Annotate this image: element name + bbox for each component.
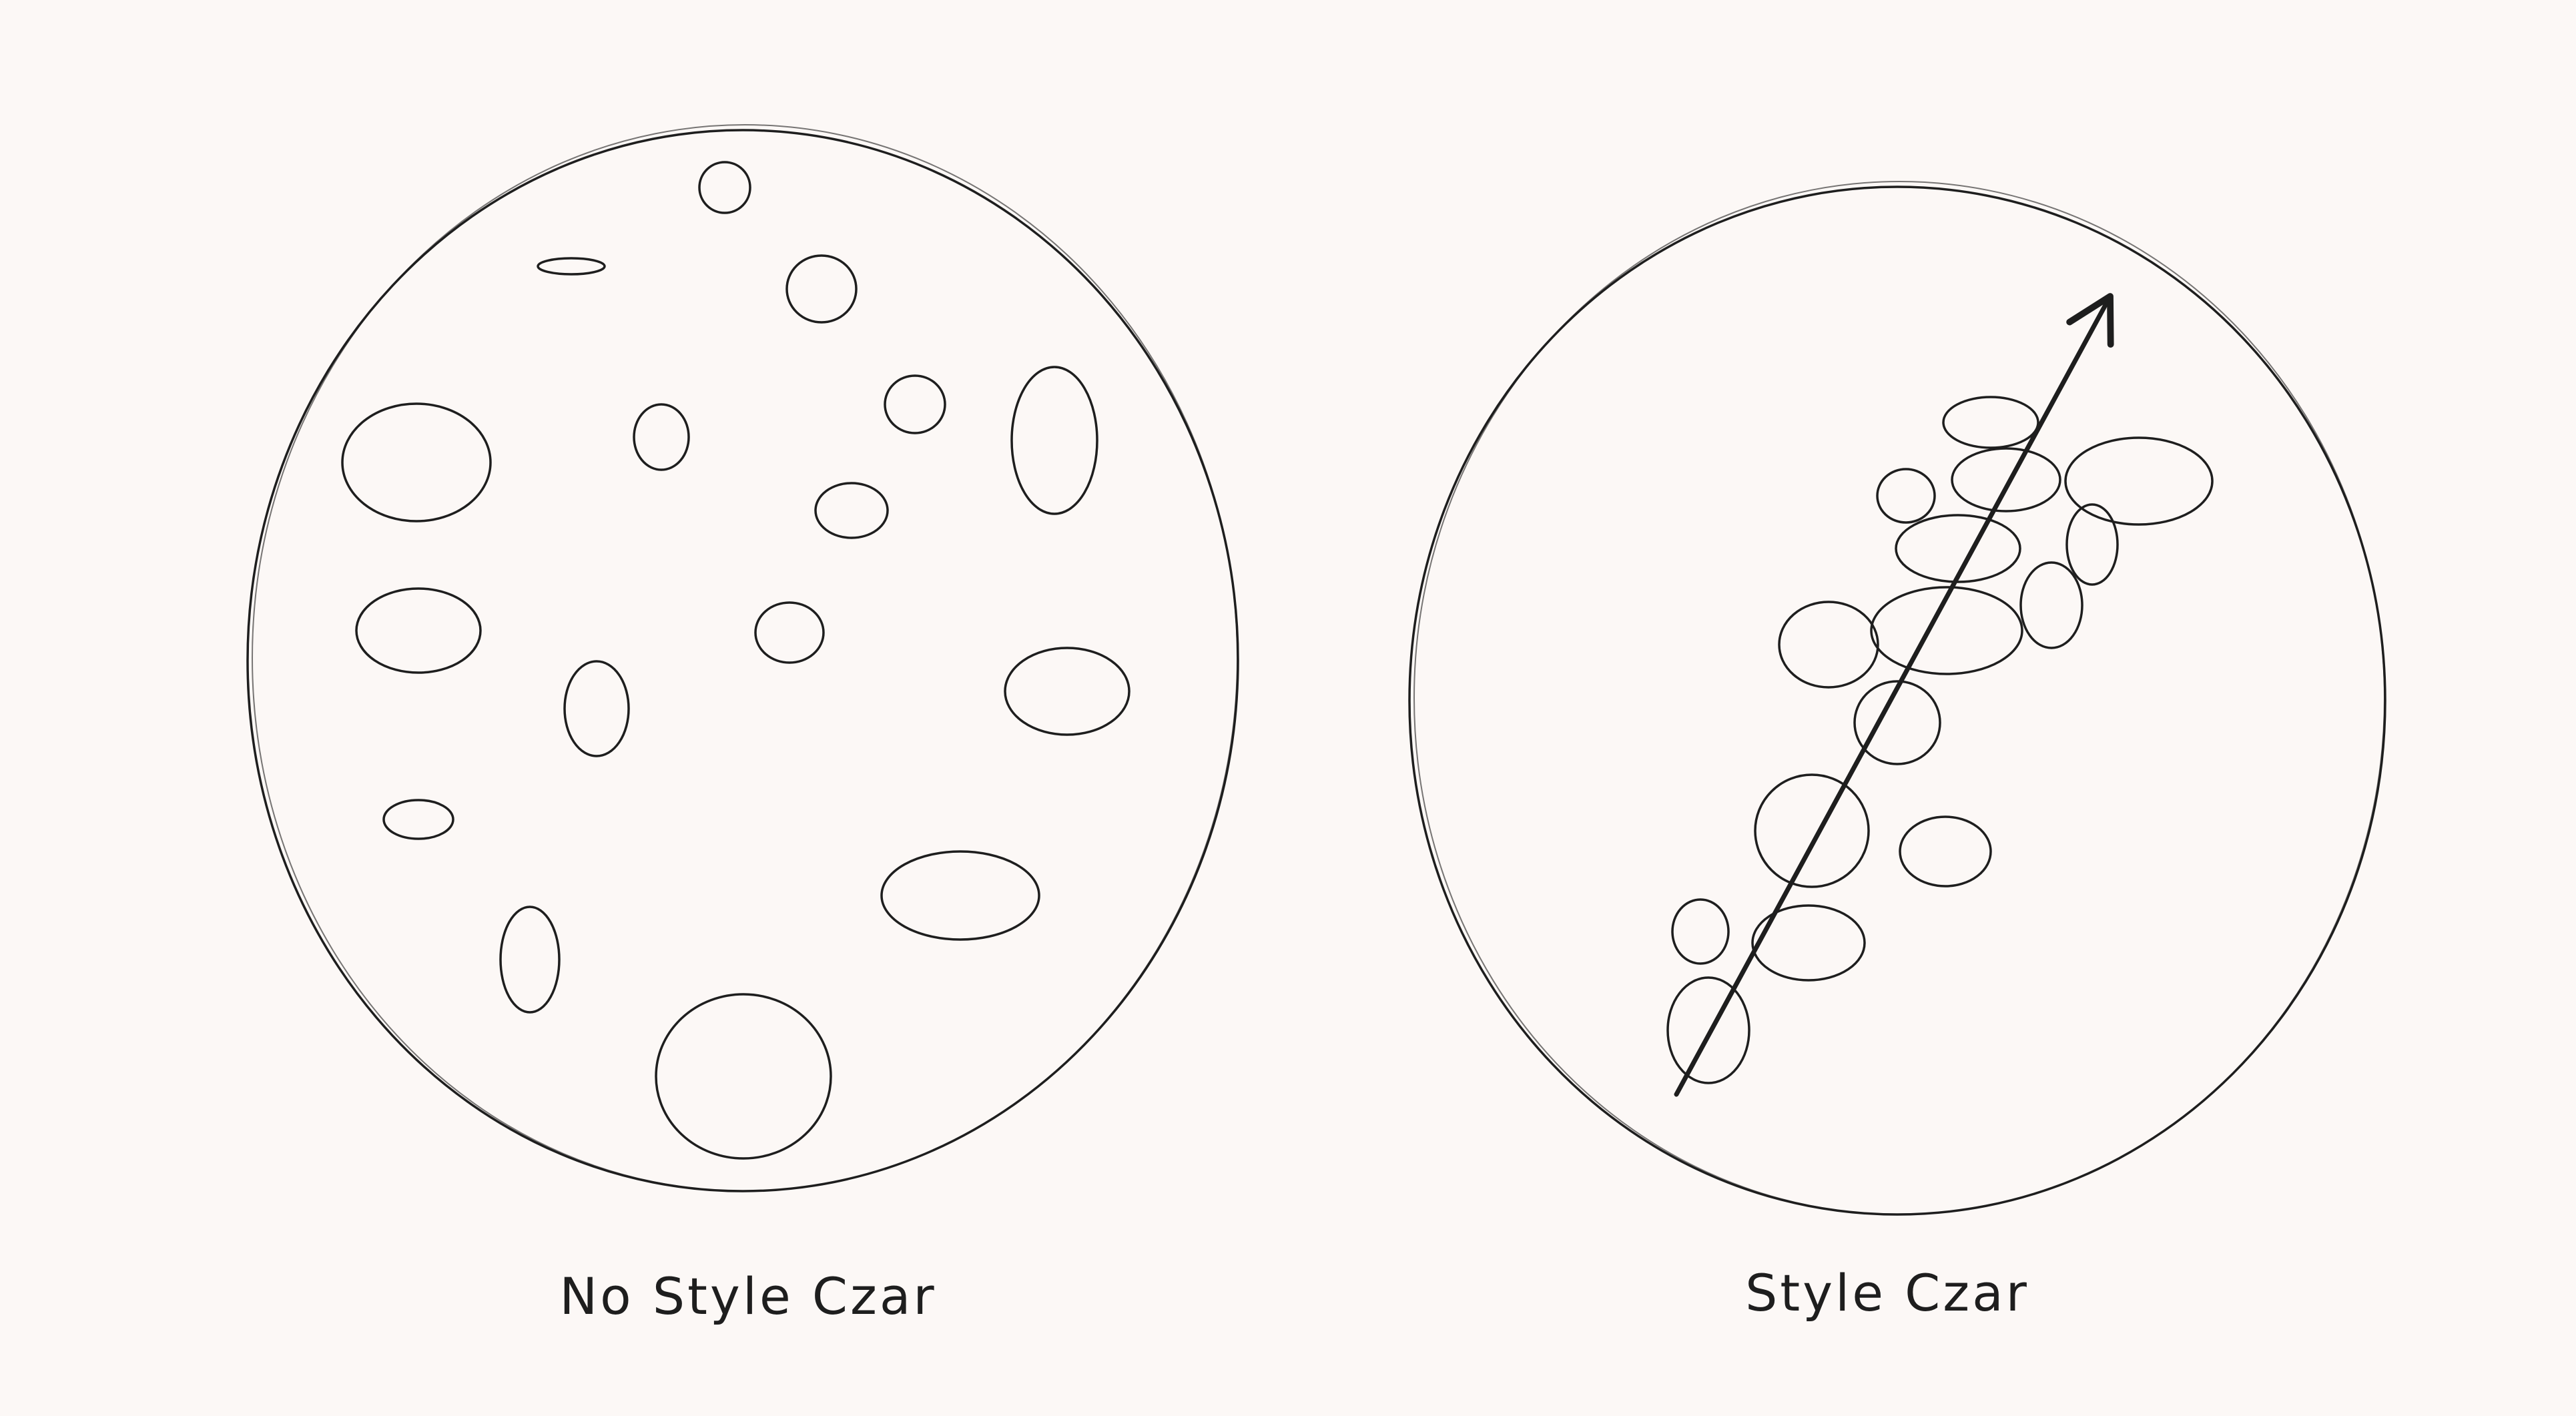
clustered-ellipse bbox=[1870, 586, 2023, 675]
clustered-ellipse bbox=[1951, 447, 2061, 512]
clustered-ellipse bbox=[1895, 514, 2021, 583]
clustered-ellipse bbox=[1853, 680, 1941, 765]
clustered-ellipse bbox=[1666, 976, 1750, 1084]
scattered-ellipse bbox=[537, 257, 606, 276]
left-panel bbox=[246, 124, 1239, 1192]
clustered-ellipse bbox=[2065, 503, 2119, 586]
left-boundary-circle-sketch bbox=[252, 124, 1238, 1192]
left-boundary-circle bbox=[246, 129, 1239, 1192]
scattered-ellipse bbox=[754, 601, 825, 664]
scattered-ellipse bbox=[880, 850, 1040, 941]
scattered-ellipse bbox=[785, 254, 858, 324]
scattered-ellipse bbox=[633, 403, 690, 471]
scattered-ellipse bbox=[382, 799, 454, 840]
right-panel-caption: Style Czar bbox=[1745, 1263, 2029, 1323]
clustered-ellipse bbox=[1754, 773, 1870, 888]
scattered-ellipse bbox=[341, 402, 492, 522]
clustered-ellipse bbox=[1899, 815, 1992, 888]
left-panel-caption: No Style Czar bbox=[559, 1267, 937, 1326]
scattered-ellipse bbox=[814, 482, 889, 539]
clustered-ellipse bbox=[1876, 468, 1936, 524]
scattered-ellipse bbox=[698, 161, 751, 214]
right-boundary-circle-sketch bbox=[1413, 181, 2385, 1215]
scattered-ellipse bbox=[1010, 366, 1098, 515]
clustered-ellipse bbox=[2019, 561, 2083, 649]
clustered-ellipse bbox=[1942, 396, 2039, 449]
scattered-ellipse bbox=[563, 660, 630, 757]
direction-arrow bbox=[1674, 293, 2114, 1097]
scattered-ellipse bbox=[499, 906, 561, 1014]
clustered-ellipse bbox=[1751, 904, 1866, 982]
right-boundary-circle bbox=[1408, 186, 2386, 1216]
right-panel bbox=[1408, 181, 2386, 1216]
clustered-ellipse bbox=[1671, 898, 1730, 965]
scattered-ellipse bbox=[655, 993, 832, 1160]
scattered-ellipse bbox=[355, 587, 482, 674]
scattered-ellipse bbox=[1004, 647, 1131, 736]
scattered-ellipse bbox=[884, 374, 946, 434]
clustered-ellipse bbox=[2064, 436, 2214, 526]
clustered-ellipse bbox=[1778, 601, 1879, 689]
